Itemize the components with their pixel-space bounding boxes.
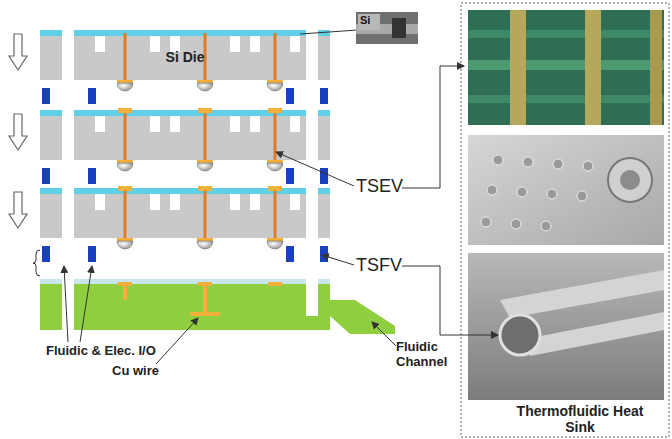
solder-bump (197, 83, 213, 91)
micro-channel (170, 116, 180, 132)
micro-channel (170, 194, 180, 210)
inset-photo-label: Si (356, 12, 418, 44)
solder-bump (117, 163, 133, 171)
tsev (124, 33, 127, 80)
tsfv-channel (62, 30, 74, 105)
tsv-pad (268, 108, 282, 113)
io-pad (320, 88, 328, 104)
heat-sink-photo (468, 253, 664, 400)
io-pad (42, 88, 50, 104)
micro-channel (290, 194, 300, 210)
stack-arrows (9, 34, 27, 228)
bracket (33, 250, 40, 276)
micro-channel (95, 194, 105, 210)
tsfv-channel (62, 188, 74, 263)
ubm (197, 238, 213, 241)
micro-channel (290, 36, 300, 52)
micro-channel (290, 116, 300, 132)
tsv-pad (198, 108, 212, 113)
node-text: Si Die (166, 49, 205, 65)
io-pad (286, 246, 294, 262)
micro-channel (230, 36, 240, 52)
io-pad (320, 168, 328, 184)
cap-layer (40, 188, 330, 194)
tsev (204, 191, 207, 238)
base-substrate (40, 279, 395, 334)
node-text: Si (360, 14, 370, 26)
si-die-body (40, 116, 330, 160)
part-label: TSFV (356, 255, 402, 276)
leader-lines (64, 66, 498, 364)
micro-channel (230, 194, 240, 210)
tsv-pad (118, 186, 132, 191)
die-stack (40, 30, 330, 263)
ubm (267, 80, 283, 83)
tsv-pad (268, 186, 282, 191)
photo-panel (461, 3, 669, 437)
tsev (124, 113, 127, 160)
part-label: Thermofluidic Heat Sink (510, 403, 650, 435)
ubm (117, 160, 133, 163)
io-pad (320, 246, 328, 262)
io-pad (88, 88, 96, 104)
tsev (274, 191, 277, 238)
micro-channel (150, 194, 160, 210)
cap-layer (40, 110, 330, 116)
io-pad (42, 246, 50, 262)
micro-channel (230, 116, 240, 132)
tsfv-channel (306, 110, 318, 185)
part-label: TSEV (356, 176, 403, 197)
io-pad (286, 168, 294, 184)
tsfv-channel (62, 110, 74, 185)
tsev (274, 33, 277, 80)
solder-bump (267, 83, 283, 91)
solder-bump (267, 163, 283, 171)
tsfv-channel (306, 188, 318, 263)
solder-bump (117, 241, 133, 249)
micro-channel (250, 36, 260, 52)
ubm (197, 160, 213, 163)
si-die: Si Die (40, 36, 330, 78)
ubm (267, 238, 283, 241)
tsev (124, 191, 127, 238)
micro-channel (250, 116, 260, 132)
micro-channel (150, 36, 160, 52)
solder-bump (117, 83, 133, 91)
tsv-pad (118, 108, 132, 113)
ubm (197, 80, 213, 83)
ubm (117, 80, 133, 83)
bump-photo (468, 135, 664, 245)
micro-channel (95, 116, 105, 132)
part-label: Fluidic Channel (396, 340, 458, 370)
part-label: Fluidic & Elec. I/O (46, 344, 156, 359)
tsv-pad (198, 186, 212, 191)
si-die-body (40, 194, 330, 238)
inset-photo (356, 12, 418, 44)
tsfv-channel (306, 30, 318, 105)
micro-channel (150, 116, 160, 132)
part-label: Cu wire (112, 364, 159, 379)
io-pad (88, 168, 96, 184)
solder-bump (197, 163, 213, 171)
solder-bump (197, 241, 213, 249)
io-pad (286, 88, 294, 104)
tsev (274, 113, 277, 160)
solder-bump (267, 241, 283, 249)
io-pad (42, 168, 50, 184)
micro-channel (95, 36, 105, 52)
ubm (267, 160, 283, 163)
cap-layer (40, 30, 330, 36)
tsev-photo (468, 10, 664, 125)
micro-channel (250, 194, 260, 210)
io-pad (88, 246, 96, 262)
ubm (117, 238, 133, 241)
tsev (204, 113, 207, 160)
si-die-body (40, 36, 330, 80)
